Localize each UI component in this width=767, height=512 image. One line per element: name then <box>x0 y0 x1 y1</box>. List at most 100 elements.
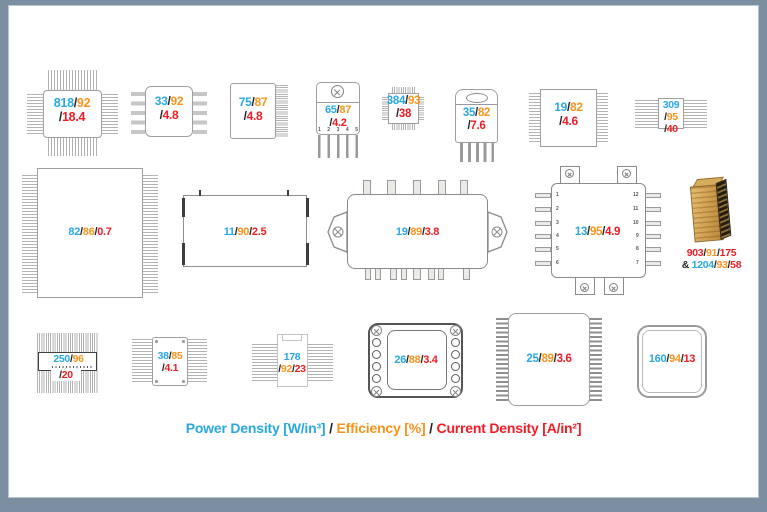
pin-number: 12 <box>633 192 639 198</box>
pin-number: 11 <box>633 206 639 212</box>
side-slot <box>372 350 381 359</box>
package-label: 903/91/175 & 1204/93/58 <box>681 247 742 271</box>
package-label: 818/92 /18.4 <box>53 96 91 125</box>
pin-dots-bottom <box>52 366 93 368</box>
right-pin <box>645 221 661 226</box>
screw-hole-icon <box>565 169 574 178</box>
package-body <box>508 313 590 406</box>
mounting-flange-right-icon <box>487 211 508 253</box>
mounting-flange-left-icon <box>327 211 348 253</box>
caption-current-density: Current Density [A/in²] <box>436 420 582 436</box>
top-pin <box>199 190 201 196</box>
side-slot <box>372 338 381 347</box>
left-pin <box>535 247 551 252</box>
leads-left <box>22 175 37 295</box>
package-body <box>347 194 488 269</box>
leads-left <box>132 339 152 383</box>
screw-hole-icon <box>622 169 631 178</box>
caption-separator: / <box>425 420 437 436</box>
leads-left <box>382 97 388 121</box>
top-notch <box>282 334 302 341</box>
screw-hole-icon <box>450 325 461 336</box>
leads-right <box>193 92 207 135</box>
leads-left <box>635 100 658 128</box>
edge-contact <box>181 198 185 217</box>
package-body <box>152 337 188 386</box>
package-label: 65/87 /4.2 <box>324 104 352 129</box>
package-body <box>37 168 143 298</box>
tab-divider <box>456 104 497 105</box>
leads-left <box>131 92 145 135</box>
pin-number: 4 <box>556 233 559 239</box>
screw-hole-icon <box>371 386 382 397</box>
corner-dot <box>155 340 158 343</box>
package-body <box>388 93 419 124</box>
package-label: 82/86/0.7 <box>68 226 112 238</box>
pin-number: 1 <box>556 192 559 198</box>
caption-legend: Power Density [W/in³] / Efficiency [%] /… <box>0 420 767 437</box>
fins-right <box>275 85 288 137</box>
package-body <box>230 83 276 139</box>
leads-right <box>589 318 602 401</box>
screw-hole-icon <box>331 85 344 98</box>
edge-contact <box>305 243 309 265</box>
package-label: 75/87 /4.8 <box>238 95 268 123</box>
package-body <box>43 90 102 138</box>
corner-dot <box>155 380 158 383</box>
left-pin <box>535 234 551 239</box>
left-pin <box>535 221 551 226</box>
pin-number: 9 <box>636 233 639 239</box>
side-slot <box>372 362 381 371</box>
package-label: 35/82 /7.6 <box>462 107 491 133</box>
pin-number: 3 <box>556 220 559 226</box>
side-slot <box>451 350 460 359</box>
left-pin <box>535 193 551 198</box>
package-body <box>183 195 307 267</box>
screw-hole-icon <box>580 283 589 292</box>
package-body <box>540 89 597 147</box>
oval-hole-icon <box>466 93 488 103</box>
pin-number: 2 <box>556 206 559 212</box>
package-label: 25/89/3.6 <box>526 353 572 365</box>
right-pin <box>645 207 661 212</box>
pin-number: 10 <box>633 220 639 226</box>
package-inner <box>642 330 702 393</box>
screw-hole-icon <box>371 325 382 336</box>
leads-right <box>418 97 424 121</box>
caption-efficiency: Efficiency [%] <box>336 420 426 436</box>
pin-number: 7 <box>636 260 639 266</box>
leads-right <box>684 100 707 128</box>
leads-bottom <box>48 138 98 156</box>
leads-right <box>596 93 608 144</box>
leads-left <box>496 318 509 401</box>
side-slot <box>451 362 460 371</box>
legs <box>318 135 358 158</box>
package-label: 11/90/2.5 <box>223 226 267 238</box>
edge-contact <box>305 198 309 217</box>
leads-right <box>308 344 333 383</box>
package-label: 178 /92/23 <box>278 351 306 375</box>
package-label: 33/92 /4.8 <box>154 94 184 122</box>
leads-top <box>392 87 416 93</box>
package-body <box>658 98 684 129</box>
right-pin <box>645 234 661 239</box>
package-label: 38/85 /4.1 <box>157 350 183 374</box>
side-slot <box>372 374 381 383</box>
package-body <box>145 86 193 137</box>
tab-divider <box>317 102 359 103</box>
leads-right <box>143 175 158 295</box>
leads-left <box>529 93 541 144</box>
package-label: 19/82 /4.6 <box>554 100 583 128</box>
package-label: 384/93 /38 <box>386 95 421 121</box>
side-slot <box>451 374 460 383</box>
pcb-module-photo <box>689 176 732 243</box>
leads-right <box>187 339 207 383</box>
caption-power-density: Power Density [W/in³] <box>185 420 326 436</box>
package-label: 19/89/3.8 <box>395 226 440 238</box>
right-pin <box>645 261 661 266</box>
left-pin <box>535 207 551 212</box>
top-pin <box>287 190 289 196</box>
corner-dot <box>182 380 185 383</box>
leads-right <box>102 94 118 134</box>
